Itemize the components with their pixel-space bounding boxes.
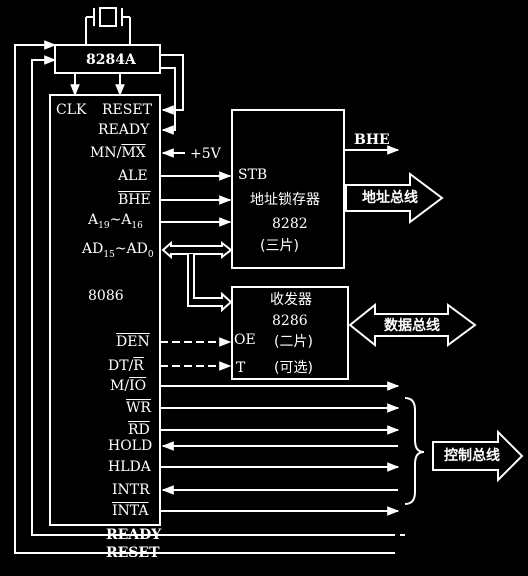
t-label: T: [236, 360, 246, 376]
clock-chip-label: 8284A: [86, 52, 136, 68]
ad-bus-arrow: [161, 240, 233, 313]
den-pin-label: DEN: [116, 334, 150, 350]
addr-pin-label: A19~A16: [88, 212, 143, 231]
crystal-icon: [99, 7, 117, 27]
bhe-out-label: BHE: [354, 132, 390, 148]
latch-count: (三片): [260, 238, 299, 254]
ale-pin-label: ALE: [118, 168, 148, 184]
transceiver-box: [231, 286, 349, 380]
reset-pin-label: RESET: [102, 102, 152, 118]
transceiver-title: 收发器: [270, 292, 312, 308]
transceiver-optional: (可选): [274, 360, 313, 376]
dt-r-pin-label: DT/R: [108, 358, 144, 374]
hlda-pin-label: HLDA: [108, 459, 151, 475]
stb-label: STB: [238, 167, 268, 183]
hold-pin-label: HOLD: [108, 438, 153, 454]
address-bus-label: 地址总线: [362, 190, 418, 206]
clk-pin-label: CLK: [56, 102, 87, 118]
transceiver-count: (二片): [274, 334, 313, 350]
cpu-name-label: 8086: [88, 288, 124, 304]
cpu-box: [49, 94, 161, 526]
transceiver-model: 8286: [272, 313, 308, 329]
control-bus-label: 控制总线: [444, 448, 500, 464]
plus5v-label: +5V: [190, 146, 221, 162]
bhe-pin-label: BHE: [118, 192, 151, 208]
ad-pin-label: AD15~AD0: [82, 241, 154, 260]
bottom-reset-label: RESET: [106, 545, 160, 561]
oe-label: OE: [234, 332, 256, 348]
data-bus-arrow: [348, 302, 477, 348]
latch-title: 地址锁存器: [250, 192, 320, 208]
mn-mx-pin-label: MN/MX: [90, 145, 146, 161]
intr-pin-label: INTR: [112, 482, 150, 498]
latch-model: 8282: [272, 216, 308, 232]
rd-pin-label: RD: [128, 422, 150, 438]
ready-pin-label: READY: [98, 122, 150, 138]
data-bus-label: 数据总线: [384, 318, 440, 334]
address-latch-box: [231, 109, 345, 269]
wr-pin-label: WR: [126, 400, 151, 416]
bottom-ready-label: READY: [106, 527, 162, 543]
address-bus-arrow: [345, 172, 444, 224]
control-bus-arrow: [432, 429, 524, 483]
inta-pin-label: INTA: [112, 503, 149, 519]
m-io-pin-label: M/IO: [110, 378, 147, 394]
control-brace: [404, 397, 425, 505]
